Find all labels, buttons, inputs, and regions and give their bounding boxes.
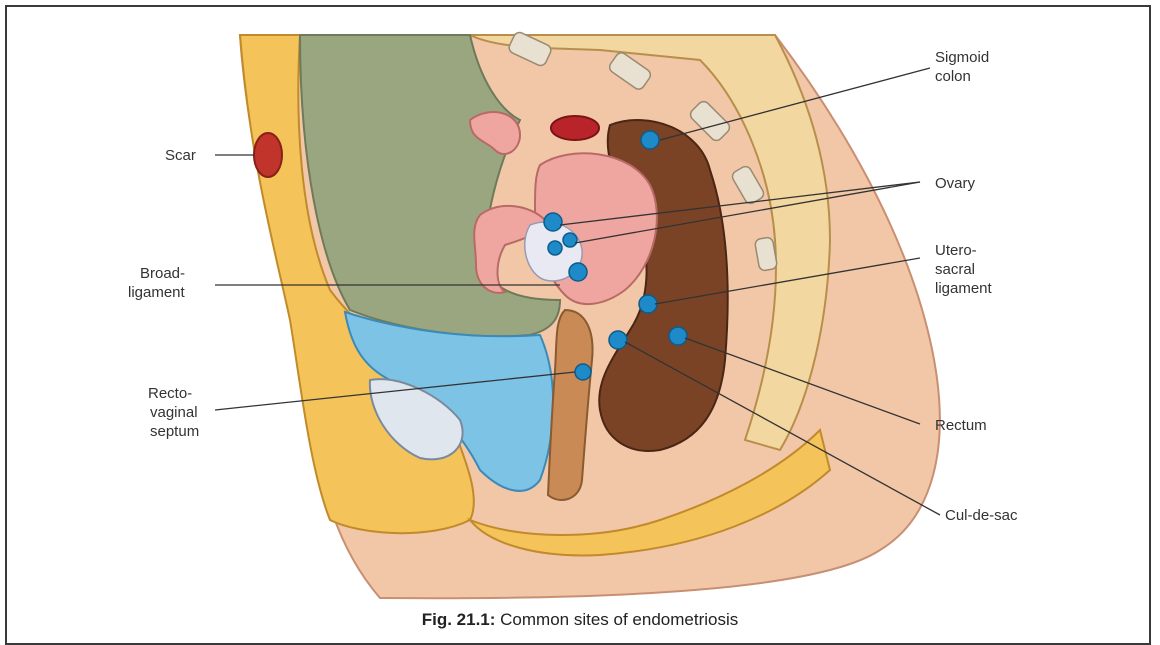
label-uterosacral-1: Utero- (935, 242, 977, 259)
label-scar: Scar (165, 147, 196, 164)
vessel (551, 116, 599, 140)
caption-number: Fig. 21.1: (422, 610, 496, 629)
label-sigmoid-1: Sigmoid (935, 49, 989, 66)
label-broad-ligament-2: ligament (128, 284, 186, 301)
label-uterosacral-2: sacral (935, 261, 975, 278)
label-rectovaginal-2: vaginal (150, 404, 198, 421)
caption-text: Common sites of endometriosis (495, 610, 738, 629)
label-uterosacral-3: ligament (935, 280, 993, 297)
label-cul-de-sac: Cul-de-sac (945, 507, 1018, 524)
label-ovary: Ovary (935, 175, 976, 192)
label-sigmoid-2: colon (935, 68, 971, 85)
label-rectum: Rectum (935, 417, 987, 434)
label-broad-ligament-1: Broad- (140, 265, 185, 282)
figure-caption: Fig. 21.1: Common sites of endometriosis (0, 610, 1160, 630)
label-rectovaginal-3: septum (150, 423, 199, 440)
label-rectovaginal-1: Recto- (148, 385, 192, 402)
scar-lesion (254, 133, 282, 177)
